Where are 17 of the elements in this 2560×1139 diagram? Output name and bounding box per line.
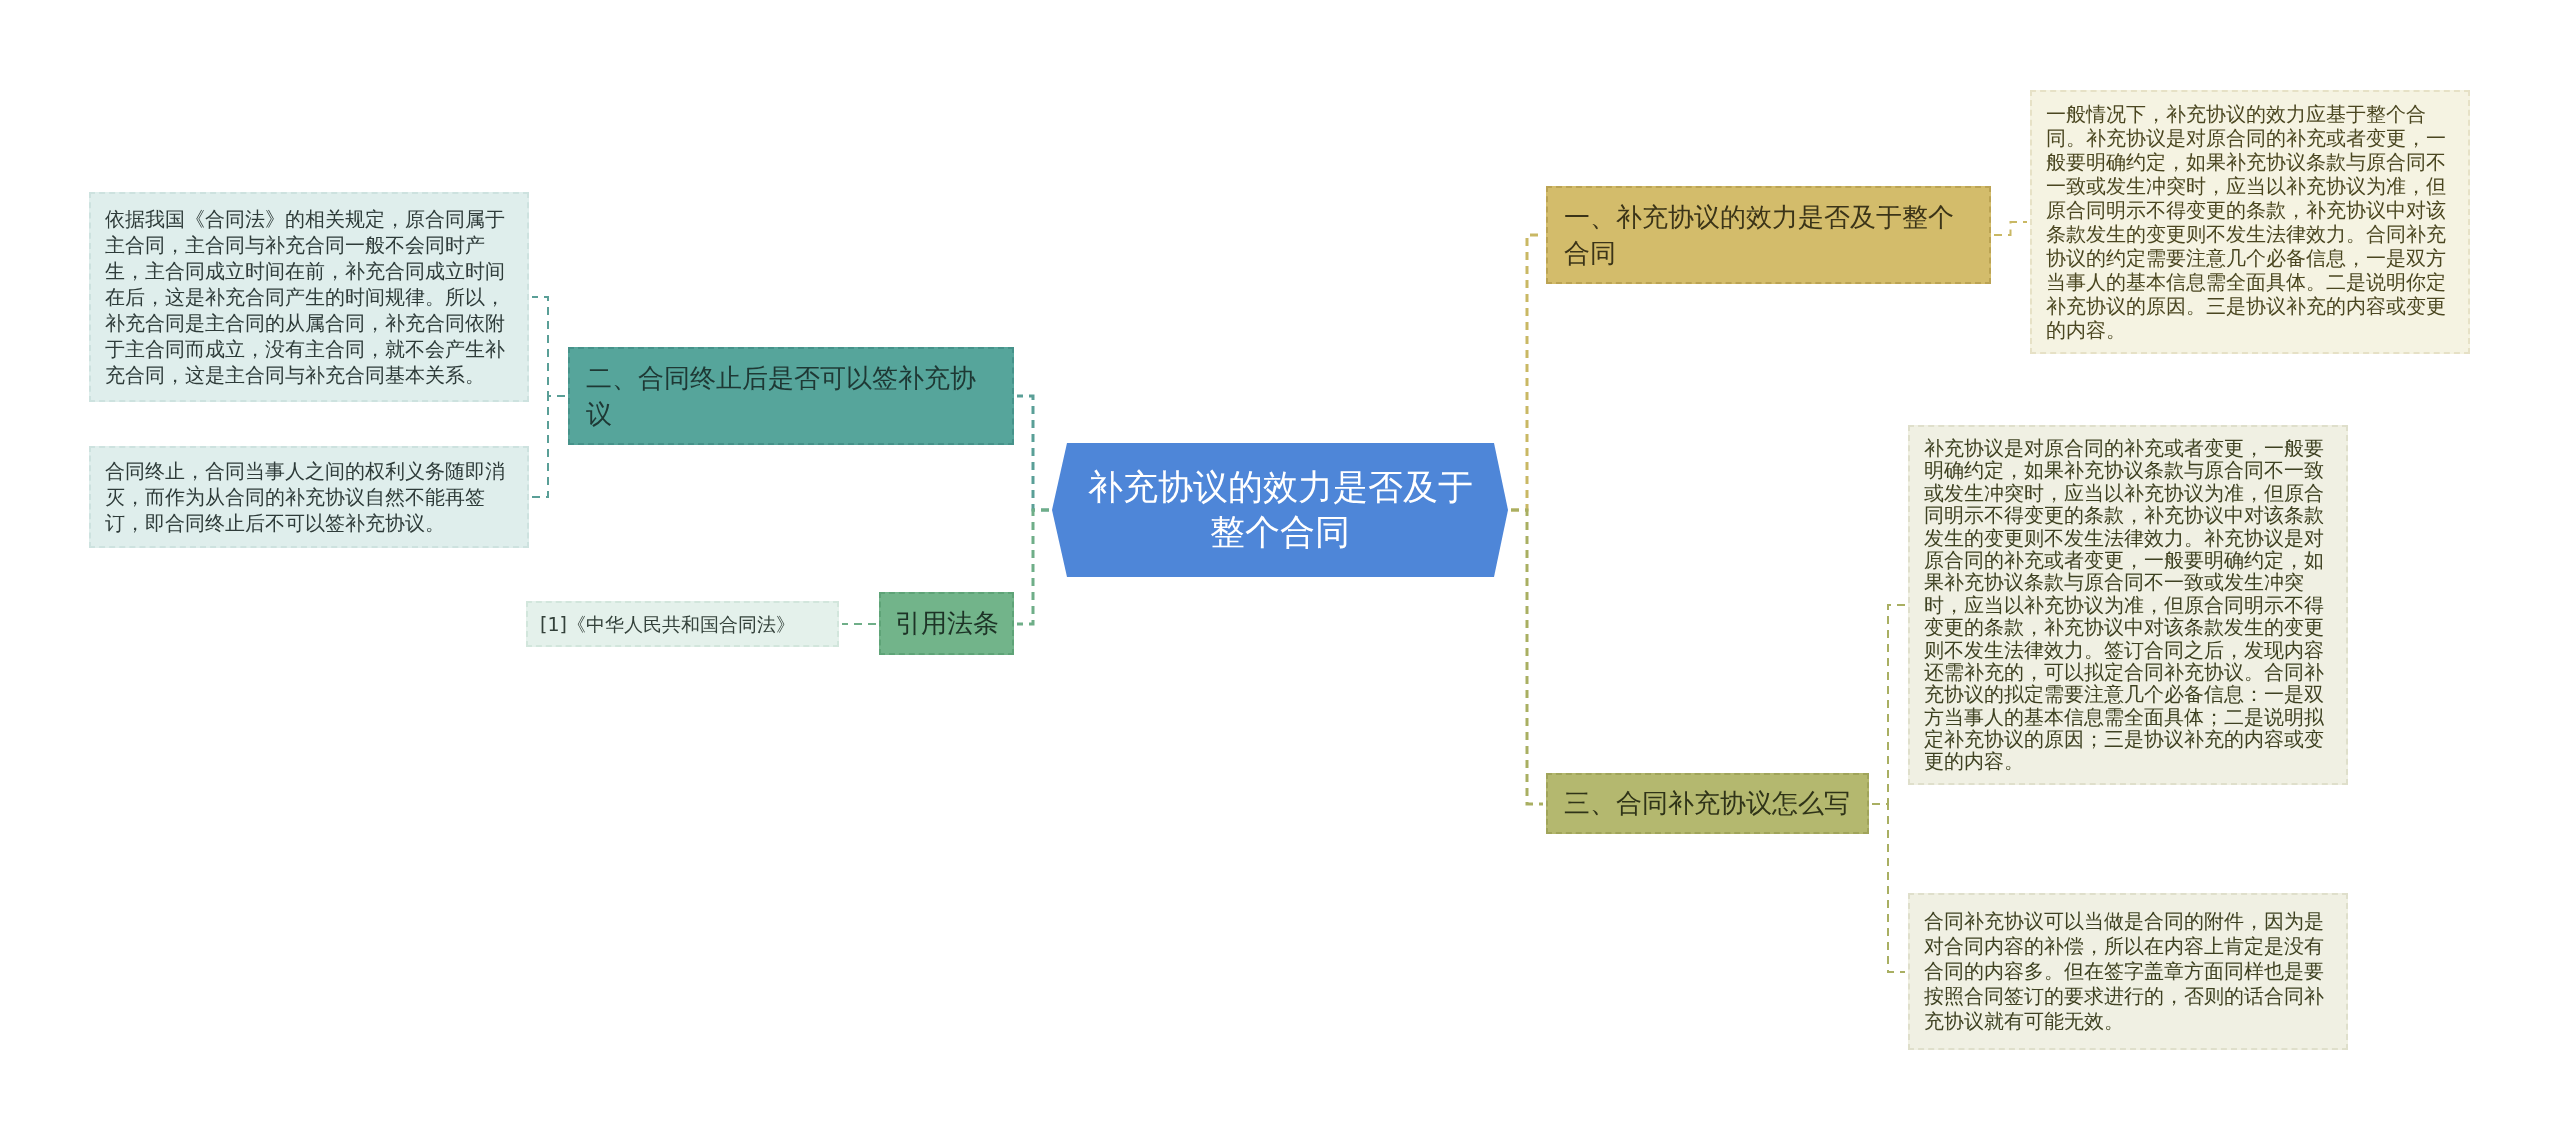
note-box: 合同终止，合同当事人之间的权利义务随即消灭，而作为从合同的补充协议自然不能再签订，即合同终止后不可以签补充协议。 bbox=[89, 446, 529, 548]
connector-line bbox=[1511, 508, 1543, 806]
connector-line bbox=[841, 623, 877, 625]
central-topic-hexagon: 补充协议的效力是否及于整个合同 bbox=[1052, 443, 1508, 577]
reference-note: [1]《中华人民共和国合同法》 bbox=[526, 601, 839, 647]
note-box: 一般情况下，补充协议的效力应基于整个合同。补充协议是对原合同的补充或者变更，一般要明确约定，如果补充协议条款与原合同不一致或发生冲突时，应当以补充协议为准，但原合同明示不得变更的条款，补充协议中对该条款发生的变更则不发生法律效力。合同补充协议的约定需要注意几个必备信息，一是双方当事人的基本信息需全面具体。二是说明你定补充协议的原因。三是协议补充的内容或变更的内容。 bbox=[2030, 90, 2470, 354]
note-box: 合同补充协议可以当做是合同的附件，因为是对合同内容的补偿，所以在内容上肯定是没有合同的内容多。但在签字盖章方面同样也是要按照合同签订的要求进行的，否则的话合同补充协议就有可能无效。 bbox=[1908, 893, 2348, 1050]
topic-box: 二、合同终止后是否可以签补充协议 bbox=[568, 347, 1014, 445]
topic-box: 三、合同补充协议怎么写 bbox=[1546, 773, 1869, 834]
note-box: 补充协议是对原合同的补充或者变更，一般要明确约定，如果补充协议条款与原合同不一致或发生冲突时，应当以补充协议为准，但原合同明示不得变更的条款，补充协议中对该条款发生的变更则不发生法律效力。补充协议是对原合同的补充或者变更，一般要明确约定，如果补充协议条款与原合同不一致或发生冲突时，应当以补充协议为准，但原合同明示不得变更的条款，补充协议中对该条款发生的变更则不发生法律效力。签订合同之后，发现内容还需补充的，可以拟定合同补充协议。合同补充协议的拟定需要注意几个必备信息：一是双方当事人的基本信息需全面具体；二是说明拟定补充协议的原因；三是协议补充的内容或变更的内容。 bbox=[1908, 425, 2348, 785]
connector-line bbox=[1871, 803, 1906, 973]
connector-line bbox=[1017, 508, 1049, 626]
connector-line bbox=[531, 395, 566, 498]
topic-box: 一、补充协议的效力是否及于整个合同 bbox=[1546, 186, 1991, 284]
connector-line bbox=[1993, 221, 2028, 236]
note-box: 依据我国《合同法》的相关规定，原合同属于主合同，主合同与补充合同一般不会同时产生，主合同成立时间在前，补充合同成立时间在后，这是补充合同产生的时间规律。所以，补充合同是主合同的从属合同，补充合同依附于主合同而成立，没有主合同，就不会产生补充合同，这是主合同与补充合同基本关系。 bbox=[89, 192, 529, 402]
topic-box: 引用法条 bbox=[879, 592, 1014, 655]
